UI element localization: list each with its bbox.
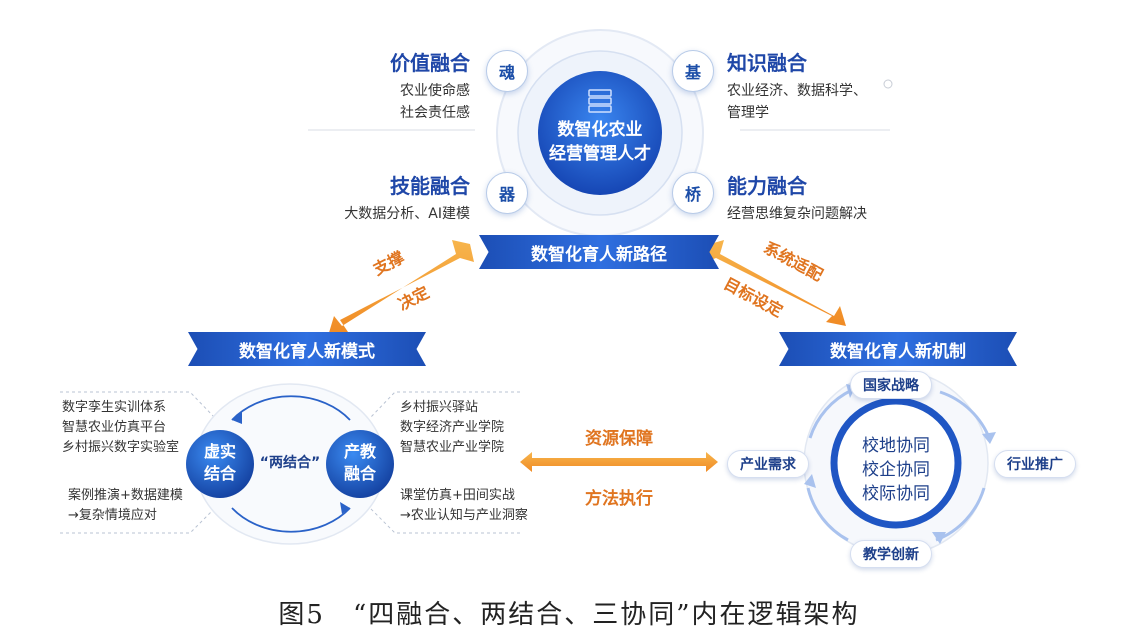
arrow-left-diagonal <box>328 240 474 336</box>
mechanism-center-line: 校际协同 <box>862 484 930 504</box>
list-item: 案例推演+数据建模 <box>68 488 183 503</box>
quadrant-knowledge-line: 农业经济、数据科学、 <box>727 83 867 99</box>
mechanism-center-list: 校地协同 校企协同 校际协同 <box>846 434 946 506</box>
quadrant-value: 价值融合 农业使命感 社会责任感 <box>390 47 470 124</box>
mode-right-list-bottom: 课堂仿真+田间实战 →农业认知与产业洞察 <box>400 486 528 526</box>
list-item: 数字孪生实训体系 <box>62 400 167 415</box>
quadrant-ability-title: 能力融合 <box>727 174 807 198</box>
circle-industry-education-line: 融合 <box>343 464 376 483</box>
quadrant-knowledge-title: 知识融合 <box>727 51 807 75</box>
ribbon-new-mode: 数智化育人新模式 <box>188 332 426 366</box>
mode-left-list-top: 数字孪生实训体系 智慧农业仿真平台 乡村振兴数字实验室 <box>62 398 179 458</box>
pill-national-strategy: 国家战略 <box>850 371 932 399</box>
badge-tool: 器 <box>486 172 528 214</box>
circle-virtual-real <box>186 430 254 498</box>
list-item: 智慧农业仿真平台 <box>62 420 167 435</box>
quadrant-knowledge-line: 管理学 <box>727 105 769 121</box>
mechanism-center-line: 校企协同 <box>862 460 930 480</box>
mechanism-center-line: 校地协同 <box>862 436 930 456</box>
server-icon <box>588 89 612 113</box>
circle-industry-education-label: 产教 融合 <box>330 441 390 485</box>
quadrant-value-line: 农业使命感 <box>400 83 470 99</box>
badge-foundation: 基 <box>672 50 714 92</box>
circle-industry-education-line: 产教 <box>343 442 376 461</box>
pill-teaching-innovation: 教学创新 <box>850 540 932 568</box>
mode-left-list-bottom: 案例推演+数据建模 →复杂情境应对 <box>68 486 183 526</box>
ribbon-new-mechanism: 数智化育人新机制 <box>779 332 1017 366</box>
arrow-right-diagonal <box>706 240 846 326</box>
badge-bridge: 桥 <box>672 172 714 214</box>
arrow-middle <box>520 452 718 472</box>
list-item: 乡村振兴数字实验室 <box>62 440 180 455</box>
circle-virtual-real-line: 结合 <box>203 464 236 483</box>
circle-industry-education <box>326 430 394 498</box>
pill-industry-promotion: 行业推广 <box>994 450 1076 478</box>
list-item: →农业认知与产业洞察 <box>400 508 528 523</box>
core-label-line2: 经营管理人才 <box>549 144 651 164</box>
list-item: 乡村振兴驿站 <box>400 400 479 415</box>
list-item: 智慧农业产业学院 <box>400 440 505 455</box>
ribbon-new-path: 数智化育人新路径 <box>479 235 719 269</box>
quadrant-ability: 能力融合 经营思维复杂问题解决 <box>727 170 867 225</box>
figure-caption: 图5 “四融合、两结合、三协同”内在逻辑架构 <box>278 600 860 630</box>
pill-industry-demand: 产业需求 <box>727 450 809 478</box>
quadrant-value-title: 价值融合 <box>390 51 470 75</box>
core-label-line1: 数智化农业 <box>557 120 643 140</box>
quadrant-value-line: 社会责任感 <box>400 105 470 121</box>
label-method-execution: 方法执行 <box>585 489 653 509</box>
core-circle <box>538 71 662 195</box>
list-item: 数字经济产业学院 <box>400 420 505 435</box>
label-resource-guarantee: 资源保障 <box>585 429 653 449</box>
list-item: 课堂仿真+田间实战 <box>400 488 515 503</box>
mode-right-list-top: 乡村振兴驿站 数字经济产业学院 智慧农业产业学院 <box>400 398 504 458</box>
quadrant-ability-line: 经营思维复杂问题解决 <box>727 206 867 222</box>
quadrant-skill-title: 技能融合 <box>390 174 470 198</box>
two-combinations-label: “两结合” <box>259 455 321 471</box>
quadrant-knowledge: 知识融合 农业经济、数据科学、 管理学 <box>727 47 867 124</box>
quadrant-skill-line: 大数据分析、AI建模 <box>344 206 470 222</box>
list-item: →复杂情境应对 <box>68 508 157 523</box>
badge-soul: 魂 <box>486 50 528 92</box>
circle-virtual-real-line: 虚实 <box>203 442 236 461</box>
quadrant-skill: 技能融合 大数据分析、AI建模 <box>344 170 470 225</box>
circle-virtual-real-label: 虚实 结合 <box>190 441 250 485</box>
core-label: 数智化农业 经营管理人才 <box>540 118 660 166</box>
